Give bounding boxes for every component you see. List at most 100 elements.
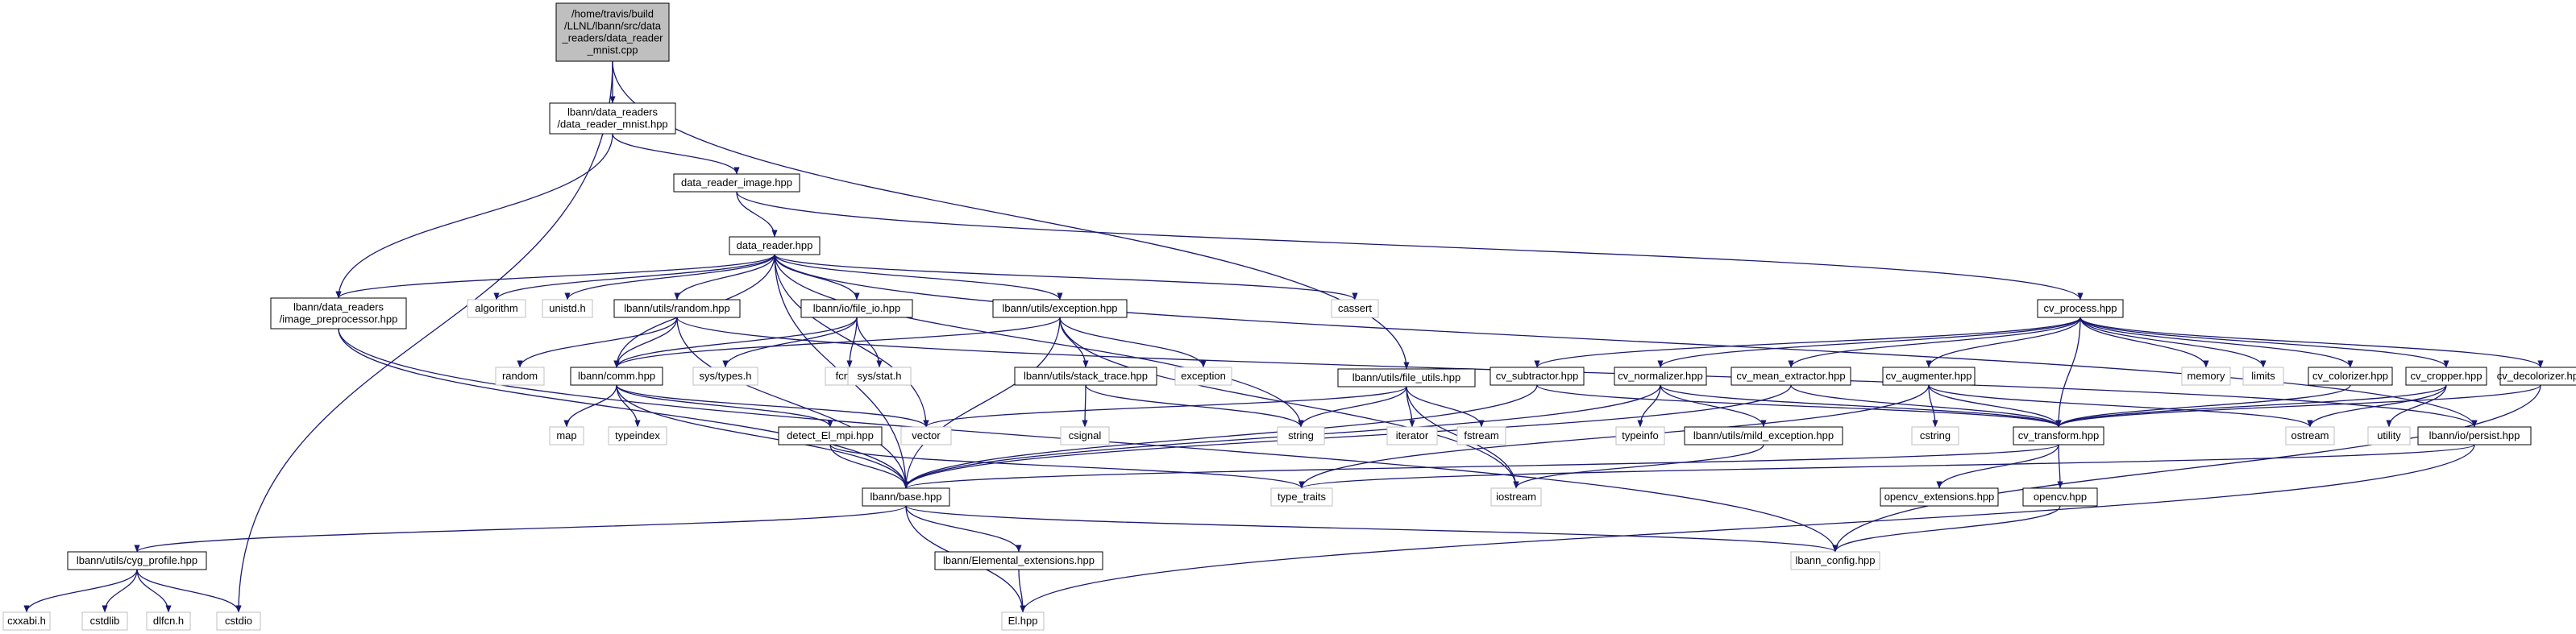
node-elemental[interactable]: lbann/Elemental_extensions.hpp <box>934 551 1103 570</box>
node-random: random <box>495 367 545 386</box>
node-dri[interactable]: data_reader_image.hpp <box>673 173 800 193</box>
edge-cv-subtractor-to-base <box>903 384 1538 489</box>
node-label-line: /home/travis/build <box>571 8 654 20</box>
node-cv-normalizer[interactable]: cv_normalizer.hpp <box>1614 367 1707 386</box>
node-persist[interactable]: lbann/io/persist.hpp <box>2417 426 2532 445</box>
edge-cv-process-to-limits <box>2079 317 2266 368</box>
node-label-line: cstdlib <box>90 615 120 627</box>
node-box <box>613 299 741 318</box>
node-label-line: lbann/data_readers <box>293 301 384 313</box>
node-label-line: /image_preprocessor.hpp <box>280 313 398 325</box>
node-box <box>1880 487 1999 507</box>
node-cv-augmenter[interactable]: cv_augmenter.hpp <box>1882 367 1976 386</box>
node-imgpre[interactable]: lbann/data_readers/image_preprocessor.hp… <box>270 297 407 329</box>
node-cv-subtractor[interactable]: cv_subtractor.hpp <box>1490 367 1585 386</box>
edge-random-hpp-to-comm <box>613 317 678 368</box>
node-label-line: lbann/utils/mild_exception.hpp <box>1693 429 1834 441</box>
edge-dr-to-string <box>774 254 1304 428</box>
node-exception: exception <box>1174 367 1232 386</box>
edge-dr-to-vector <box>774 254 929 428</box>
node-opencv-ext[interactable]: opencv_extensions.hpp <box>1880 487 1999 507</box>
node-opencv[interactable]: opencv.hpp <box>2022 487 2098 507</box>
node-mild[interactable]: lbann/utils/mild_exception.hpp <box>1684 426 1843 445</box>
node-comm[interactable]: lbann/comm.hpp <box>570 367 663 386</box>
node-label-line: ostream <box>2291 429 2329 441</box>
edge-cv-process-to-cv-augmenter <box>1926 317 2081 368</box>
node-file-utils[interactable]: lbann/utils/file_utils.hpp <box>1337 368 1476 387</box>
node-dr[interactable]: data_reader.hpp <box>729 236 821 255</box>
node-box <box>1615 426 1665 445</box>
node-label-line: random <box>502 370 538 382</box>
node-ostream: ostream <box>2285 426 2335 445</box>
edge-cv-augmenter-to-type-traits <box>1298 384 1930 489</box>
edge-cv-process-to-memory <box>2079 317 2209 368</box>
node-root[interactable]: /home/travis/build/LLNL/lbann/src/data_r… <box>555 2 670 62</box>
node-stack-trace[interactable]: lbann/utils/stack_trace.hpp <box>1014 367 1157 386</box>
node-cv-process[interactable]: cv_process.hpp <box>2037 299 2124 318</box>
edge-comm-to-detect <box>616 384 833 428</box>
node-cv-decolorizer[interactable]: cv_decolorizer.hpp <box>2497 367 2576 386</box>
node-cv-transform[interactable]: cv_transform.hpp <box>2013 426 2104 445</box>
node-fstream: fstream <box>1456 426 1506 445</box>
node-label-line: sys/stat.h <box>858 370 902 382</box>
edge-cv-cropper-to-ostream <box>2307 384 2447 428</box>
node-label-line: limits <box>2251 370 2275 382</box>
edge-dr-to-exception-hpp <box>774 254 1063 300</box>
node-cv-mean[interactable]: cv_mean_extractor.hpp <box>1730 367 1851 386</box>
edge-cv-augmenter-to-cstring <box>1928 384 1938 428</box>
edge-cv-process-to-cv-subtractor <box>1534 317 2081 368</box>
node-cv-cropper[interactable]: cv_cropper.hpp <box>2405 367 2487 386</box>
node-box <box>608 426 667 445</box>
edge-exception-hpp-to-exception <box>1059 317 1207 368</box>
node-box <box>2 611 51 631</box>
node-box <box>570 367 663 386</box>
node-label-line: opencv_extensions.hpp <box>1884 491 1995 503</box>
edge-stack-trace-to-csignal <box>1082 384 1088 428</box>
node-base[interactable]: lbann/base.hpp <box>862 487 950 507</box>
node-label-line: memory <box>2188 370 2225 382</box>
node-box <box>1911 426 1959 445</box>
node-label-line: lbann/io/persist.hpp <box>2429 429 2520 441</box>
node-file-io[interactable]: lbann/io/file_io.hpp <box>800 299 913 318</box>
edge-random-hpp-to-base <box>676 317 909 489</box>
node-label-line: cv_process.hpp <box>2043 302 2117 314</box>
node-map: map <box>549 426 584 445</box>
edge-file-utils-to-fstream <box>1406 386 1485 428</box>
node-box <box>847 367 912 386</box>
node-vector: vector <box>900 426 952 445</box>
edge-cv-decolorizer-to-cv-transform <box>2055 384 2541 428</box>
node-box <box>1490 487 1542 507</box>
node-box <box>800 299 913 318</box>
node-label-line: cv_transform.hpp <box>2018 429 2099 441</box>
node-detect[interactable]: detect_El_mpi.hpp <box>778 426 883 445</box>
node-sysstat: sys/stat.h <box>847 367 912 386</box>
edge-detect-to-type-traits <box>829 444 1305 489</box>
edge-dr-to-persist <box>774 254 2478 428</box>
node-label-line: sys/types.h <box>699 370 751 382</box>
edge-opencv-to-lbann-config <box>1832 505 2061 553</box>
node-iostream: iostream <box>1490 487 1542 507</box>
node-box <box>1337 368 1476 387</box>
node-box <box>1730 367 1851 386</box>
node-label-line: lbann/utils/stack_trace.hpp <box>1024 370 1148 382</box>
node-label-line: cstdio <box>225 615 252 627</box>
edge-file-io-to-sysstat <box>856 317 883 368</box>
node-label-line: lbann/utils/cyg_profile.hpp <box>77 554 197 566</box>
node-exception-hpp[interactable]: lbann/utils/exception.hpp <box>992 299 1128 318</box>
edge-dr-to-cassert <box>774 254 1358 300</box>
node-label-line: lbann/Elemental_extensions.hpp <box>943 554 1095 566</box>
node-cyg[interactable]: lbann/utils/cyg_profile.hpp <box>67 551 207 570</box>
node-drm[interactable]: lbann/data_readers/data_reader_mnist.hpp <box>549 102 676 135</box>
node-box <box>862 487 950 507</box>
edge-comm-to-map <box>563 384 617 428</box>
edge-base-to-elemental <box>905 505 1022 553</box>
node-box <box>2285 426 2335 445</box>
node-box <box>992 299 1128 318</box>
edge-dr-to-random-hpp <box>674 254 775 300</box>
node-random-hpp[interactable]: lbann/utils/random.hpp <box>613 299 741 318</box>
node-box <box>495 367 545 386</box>
node-cstring: cstring <box>1911 426 1959 445</box>
edge-comm-to-vector <box>616 384 929 428</box>
node-cv-colorizer[interactable]: cv_colorizer.hpp <box>2308 367 2393 386</box>
node-box <box>2499 367 2576 386</box>
